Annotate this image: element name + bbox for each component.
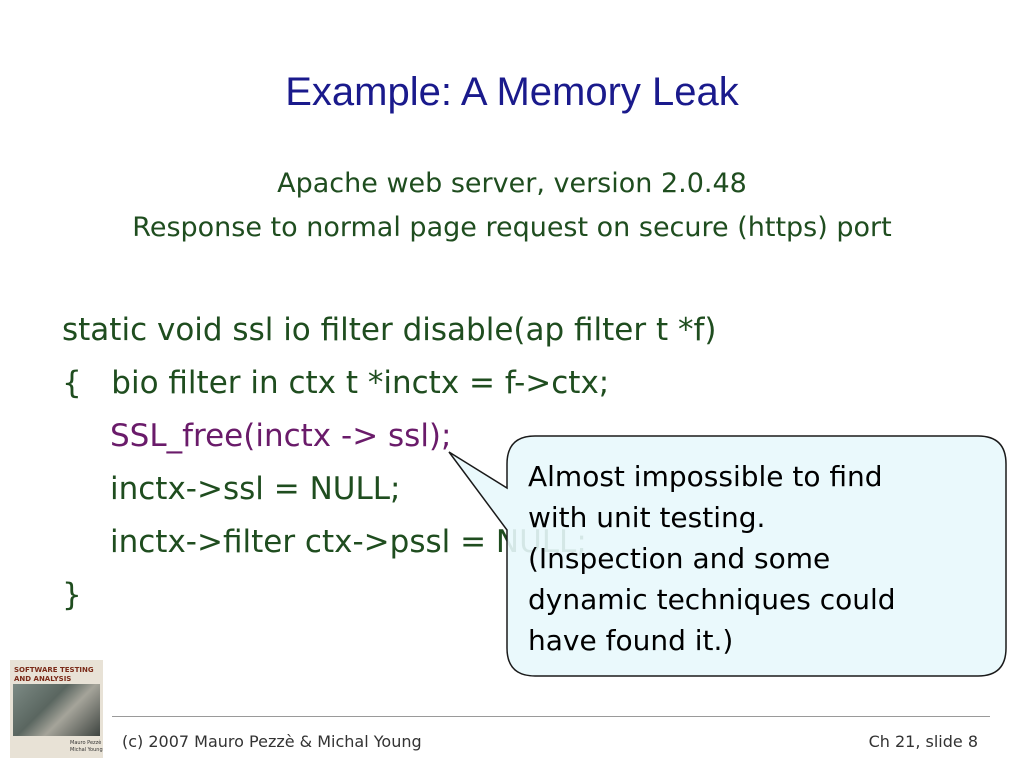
callout-text: Almost impossible to find with unit test… — [528, 456, 988, 661]
callout-line-2: with unit testing. — [528, 501, 766, 534]
code-line-6: } — [62, 577, 82, 613]
subtitle-line-1: Apache web server, version 2.0.48 — [277, 168, 747, 199]
book-cover-photo — [13, 684, 100, 736]
code-line-3: SSL_free(inctx -> ssl); — [110, 418, 452, 454]
callout-line-1: Almost impossible to find — [528, 460, 883, 493]
book-authors: Mauro Pezzè Michal Young — [70, 740, 103, 753]
subtitle-line-2: Response to normal page request on secur… — [132, 212, 892, 243]
callout-line-4: dynamic techniques could — [528, 583, 896, 616]
callout-shape — [448, 435, 1007, 677]
footer-divider — [112, 716, 990, 717]
code-line-2: { bio filter in ctx t *inctx = f->ctx; — [62, 365, 610, 401]
callout-line-3: (Inspection and some — [528, 542, 831, 575]
callout-line-5: have found it.) — [528, 624, 734, 657]
code-line-4: inctx->ssl = NULL; — [110, 471, 401, 507]
slide-title: Example: A Memory Leak — [285, 70, 739, 114]
code-line-1: static void ssl io filter disable(ap fil… — [62, 312, 717, 348]
book-cover-image: SOFTWARE TESTING AND ANALYSIS Mauro Pezz… — [10, 660, 103, 758]
footer-slide-number: Ch 21, slide 8 — [868, 732, 978, 751]
book-title: SOFTWARE TESTING AND ANALYSIS — [14, 666, 94, 683]
footer-copyright: (c) 2007 Mauro Pezzè & Michal Young — [122, 732, 422, 751]
